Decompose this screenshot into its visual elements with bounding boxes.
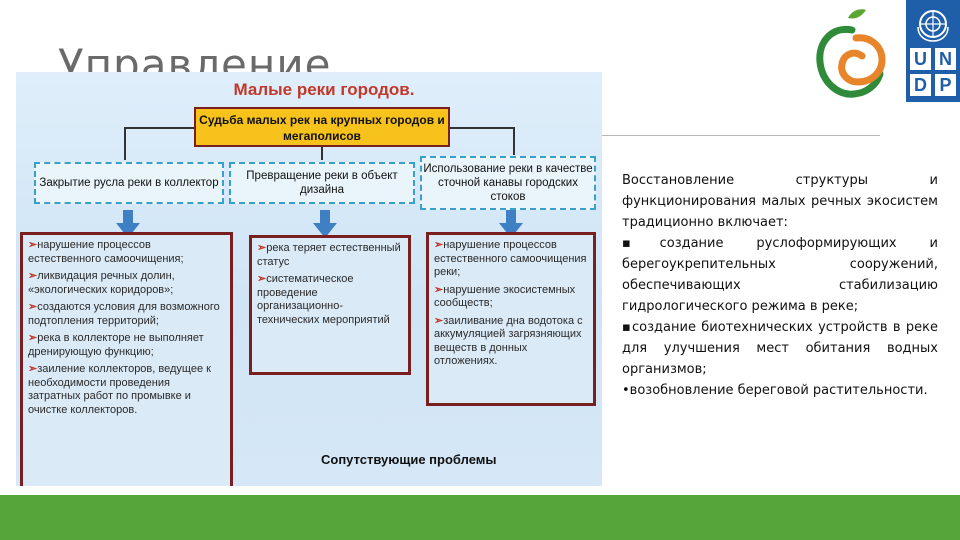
arrow-down-icon — [499, 210, 523, 238]
text-intro: Восстановление структуры и функционирова… — [622, 173, 938, 230]
list-item: река теряет естественный статус — [257, 242, 403, 269]
list-item: заиливание дна водотока с аккумуляцией з… — [434, 315, 588, 369]
connector-horizontal — [124, 127, 194, 129]
undp-letter-n: N — [935, 48, 956, 70]
apple-logo-icon — [816, 9, 886, 98]
diagram-top-box: Судьба малых рек на крупных городов и ме… — [194, 107, 450, 147]
title-divider — [600, 135, 880, 136]
undp-letter-d: D — [910, 74, 931, 96]
problems-list-design: река теряет естественный статус системат… — [249, 235, 411, 375]
diagram-title: Малые реки городов. — [233, 80, 415, 99]
diagram-box-collector: Закрытие русла реки в коллектор — [34, 162, 224, 204]
connector-vertical — [321, 147, 323, 160]
list-item: река в коллекторе не выполняет дренирующ… — [28, 332, 225, 359]
list-item: создаются условия для возможного подтопл… — [28, 301, 225, 328]
diagram-box-sewage: Использование реки в качестве сточной ка… — [420, 156, 596, 210]
list-item: заиление коллекторов, ведущее к необходи… — [28, 363, 225, 417]
diagram-panel: Малые реки городов. Судьба малых рек на … — [16, 72, 602, 486]
undp-letter-u: U — [910, 48, 931, 70]
bullet-item: ▪создание руслоформирующих и берегоукреп… — [622, 236, 938, 314]
restoration-text: Восстановление структуры и функционирова… — [622, 170, 938, 401]
problems-list-sewage: нарушение процессов естественного самооч… — [426, 232, 596, 406]
list-item: нарушение процессов естественного самооч… — [28, 239, 225, 266]
arrow-down-icon — [313, 210, 337, 238]
connector-horizontal — [450, 127, 514, 129]
diagram-box-design: Превращение реки в объект дизайна — [229, 162, 415, 204]
connector-vertical — [513, 127, 515, 155]
list-item: нарушение процессов естественного самооч… — [434, 239, 588, 280]
bullet-item: ▪создание биотехнических устройств в рек… — [622, 320, 938, 377]
diagram-footer-label: Сопутствующие проблемы — [321, 452, 497, 467]
list-item: нарушение экосистемных сообществ; — [434, 284, 588, 311]
footer-bar — [0, 495, 960, 540]
arrow-down-icon — [116, 210, 140, 238]
undp-letter-p: P — [935, 74, 956, 96]
list-item: ликвидация речных долин, «экологических … — [28, 270, 225, 297]
connector-vertical — [124, 127, 126, 160]
problems-list-collector: нарушение процессов естественного самооч… — [20, 232, 233, 486]
bullet-item: •возобновление береговой растительности. — [622, 383, 928, 398]
undp-logo: U N D P — [906, 0, 960, 102]
un-emblem-icon — [917, 10, 949, 42]
list-item: систематическое проведение организационн… — [257, 273, 403, 327]
